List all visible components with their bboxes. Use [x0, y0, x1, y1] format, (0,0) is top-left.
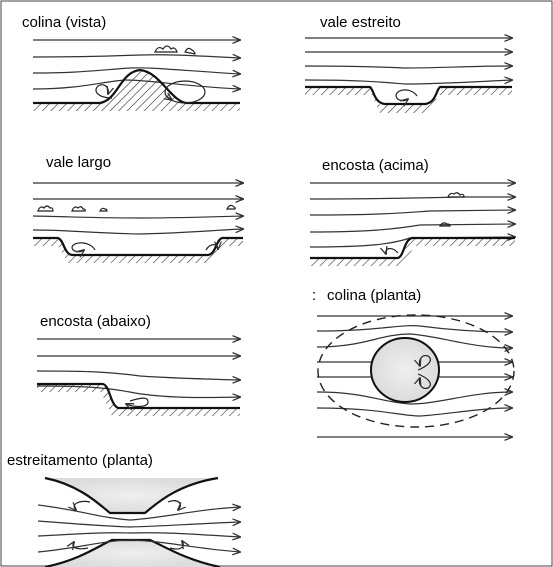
cloud-icon: [99, 207, 108, 212]
panel-marker: :: [312, 287, 316, 304]
cloud-icon: [226, 204, 236, 210]
streamline: [32, 67, 240, 74]
ground-line: [37, 382, 240, 410]
streamline: [309, 210, 515, 216]
streamline: [32, 55, 240, 58]
eddy-arrow: [166, 96, 172, 100]
terrain-shade-bottom: [45, 540, 220, 567]
ground-line: [33, 236, 243, 257]
panel-label-hill-side: colina (vista): [22, 14, 106, 31]
eddy-icon: [74, 500, 91, 510]
streamline: [309, 197, 515, 199]
streamline: [32, 229, 243, 235]
cloud-icon: [71, 206, 86, 212]
dashed-boundary: [317, 314, 515, 428]
streamline: [37, 532, 240, 537]
eddy-icon: [164, 80, 206, 104]
streamline: [316, 333, 512, 348]
cloud-icon: [154, 45, 178, 53]
ground-hatching: [37, 384, 240, 416]
panel-label-narrowing-plan: estreitamento (planta): [7, 452, 153, 469]
ground-line: [310, 236, 515, 260]
eddy-icon: [71, 242, 96, 252]
panel-narrowing-plan: estreitamento (planta): [7, 452, 240, 567]
panel-label-slope-up: encosta (acima): [322, 157, 429, 174]
streamline: [309, 237, 515, 248]
panel-wide-valley: vale largo: [32, 154, 243, 263]
panel-label-wide-valley: vale largo: [46, 154, 111, 171]
streamline: [37, 521, 240, 528]
hill-contour: [370, 337, 440, 403]
eddy-icon: [418, 355, 431, 371]
eddy-icon: [126, 397, 149, 406]
cloud-icon: [438, 222, 451, 227]
streamline: [316, 392, 512, 405]
eddy-icon: [205, 245, 218, 251]
panel-label-slope-down: encosta (abaixo): [40, 313, 151, 330]
streamline: [304, 66, 512, 68]
narrowing-edge-top: [44, 476, 219, 515]
panel-slope-down: encosta (abaixo): [36, 313, 240, 416]
eddy-icon: [73, 542, 89, 549]
eddy-icon: [167, 500, 180, 510]
cloud-icon: [184, 47, 196, 55]
panel-hill-plan: : colina (planta): [312, 287, 515, 437]
streamline: [36, 370, 240, 380]
eddy-icon: [386, 249, 399, 254]
eddy-icon: [395, 89, 418, 101]
panel-hill-side: colina (vista): [22, 14, 240, 111]
eddy-icon: [169, 541, 183, 550]
eddy-icon: [95, 84, 112, 99]
streamline: [316, 325, 512, 332]
ground-hatching: [305, 87, 512, 113]
streamline: [309, 224, 515, 233]
cloud-icon: [37, 205, 54, 212]
eddy-icon: [418, 373, 431, 389]
streamline: [304, 80, 512, 85]
ground-hatching: [310, 238, 515, 266]
panel-narrow-valley: vale estreito: [304, 14, 512, 113]
streamline: [32, 216, 243, 218]
ground-hatching: [33, 70, 240, 111]
panel-slope-up: encosta (acima): [309, 157, 515, 266]
panel-label-narrow-valley: vale estreito: [320, 14, 401, 31]
ground-hatching: [33, 238, 243, 263]
streamline: [316, 408, 512, 417]
panel-label-hill-plan: colina (planta): [327, 287, 421, 304]
cloud-icon: [447, 192, 465, 198]
terrain-shade-top: [45, 478, 218, 513]
